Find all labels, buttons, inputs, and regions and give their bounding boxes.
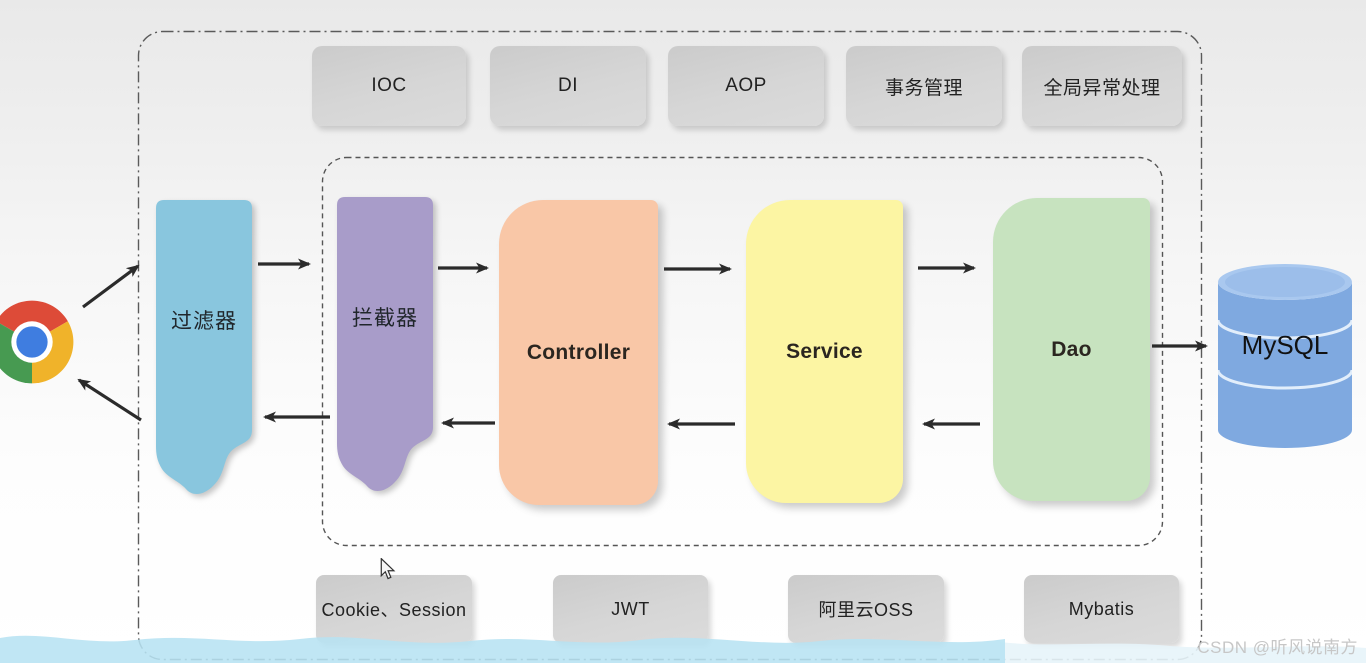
service-label: Service [786,339,863,363]
interceptor-label: 拦截器 [352,307,418,330]
concept-label-global-exception: 全局异常处理 [1043,77,1161,99]
concept-box-jwt: JWT [553,575,708,643]
outer-dashdot-frame [137,30,1203,661]
concept-box-transaction: 事务管理 [846,46,1002,126]
concept-label-di: DI [558,75,578,96]
mysql-label: MySQL [1241,330,1329,360]
concept-box-cookie-session: Cookie、Session [316,575,472,643]
controller-label: Controller [526,340,631,364]
chrome-browser-icon [0,296,78,388]
concept-box-mybatis: Mybatis [1024,575,1179,643]
dao-box: Dao [993,198,1150,501]
watermark-text: CSDN @听风说南方 [1197,638,1358,657]
concept-label-mybatis: Mybatis [1068,598,1135,619]
dao-label: Dao [1051,337,1092,361]
interceptor-box: 拦截器 [337,197,433,497]
concept-label-transaction: 事务管理 [884,77,963,99]
concept-label-jwt: JWT [611,598,650,619]
filter-label: 过滤器 [171,310,237,333]
mouse-cursor [380,558,396,580]
concept-box-aop: AOP [668,46,824,126]
inner-dashed-frame [321,156,1164,547]
concept-label-cookie-session: Cookie、Session [321,600,467,620]
controller-box: Controller [499,200,658,505]
concept-label-aliyun-oss: 阿里云OSS [818,600,914,620]
concept-label-aop: AOP [725,75,767,96]
mysql-database-icon [1218,262,1352,454]
concept-box-aliyun-oss: 阿里云OSS [788,575,944,643]
concept-box-global-exception: 全局异常处理 [1022,46,1182,126]
concept-box-di: DI [490,46,646,126]
concept-box-ioc: IOC [312,46,466,126]
filter-box: 过滤器 [156,200,252,500]
concept-label-ioc: IOC [371,75,407,96]
service-box: Service [746,200,903,503]
